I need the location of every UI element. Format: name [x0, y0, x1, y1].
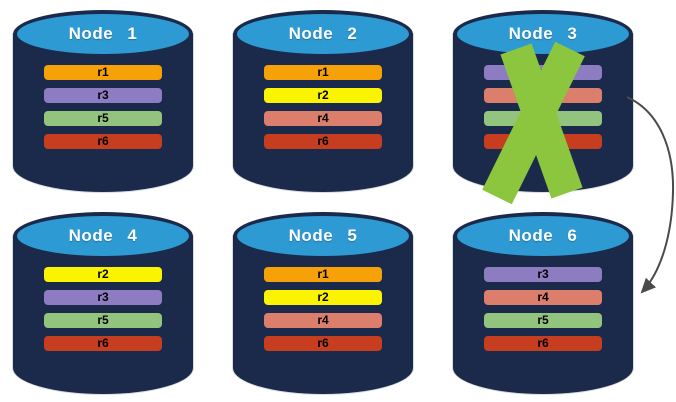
replica-bar-r3: r3	[484, 267, 602, 282]
node-title: Node 6	[508, 226, 578, 245]
replica-bar-r4: r4	[484, 290, 602, 305]
database-node-2: Node 2 r1 r2 r4 r6	[233, 10, 413, 194]
replica-bar-r3: r3	[484, 65, 602, 80]
replica-bar-r2: r2	[264, 290, 382, 305]
replica-bar-r4: r4	[264, 111, 382, 126]
replica-bar-r1: r1	[44, 65, 162, 80]
node-cylinder-top: Node 1	[13, 10, 193, 58]
replica-bar-r6: r6	[484, 134, 602, 149]
replica-bar-r6: r6	[44, 134, 162, 149]
node-cylinder-top: Node 6	[453, 212, 633, 260]
node-title: Node 5	[288, 226, 358, 245]
node-cylinder-top: Node 4	[13, 212, 193, 260]
node-cylinder-top: Node 3	[453, 10, 633, 58]
replica-bar-r5: r5	[44, 111, 162, 126]
node-title: Node 4	[68, 226, 138, 245]
replica-bar-r4: r4	[484, 88, 602, 103]
replica-bars: r3 r4 r5 r6	[484, 65, 602, 149]
replica-bar-r5: r5	[44, 313, 162, 328]
replica-bar-r4: r4	[264, 313, 382, 328]
node-title: Node 1	[68, 24, 138, 43]
replica-bars: r3 r4 r5 r6	[484, 267, 602, 351]
replica-bar-r6: r6	[264, 336, 382, 351]
database-node-5: Node 5 r1 r2 r4 r6	[233, 212, 413, 396]
database-node-4: Node 4 r2 r3 r5 r6	[13, 212, 193, 396]
node-cylinder-top: Node 2	[233, 10, 413, 58]
replica-bar-r6: r6	[44, 336, 162, 351]
replica-bar-r3: r3	[44, 290, 162, 305]
replica-bar-r6: r6	[484, 336, 602, 351]
node-title: Node 2	[288, 24, 358, 43]
node-title: Node 3	[508, 24, 578, 43]
replica-bars: r2 r3 r5 r6	[44, 267, 162, 351]
replica-bar-r2: r2	[44, 267, 162, 282]
replica-bar-r5: r5	[484, 111, 602, 126]
replica-bar-r3: r3	[44, 88, 162, 103]
replica-bars: r1 r2 r4 r6	[264, 267, 382, 351]
failover-arrow	[626, 96, 675, 294]
database-node-1: Node 1 r1 r3 r5 r6	[13, 10, 193, 194]
database-node-6: Node 6 r3 r4 r5 r6	[453, 212, 633, 396]
replica-bar-r2: r2	[264, 88, 382, 103]
node-cylinder-top: Node 5	[233, 212, 413, 260]
database-node-3: Node 3 r3 r4 r5 r6	[453, 10, 633, 194]
replica-bar-r6: r6	[264, 134, 382, 149]
replica-bar-r1: r1	[264, 65, 382, 80]
replica-bars: r1 r2 r4 r6	[264, 65, 382, 149]
replica-bar-r1: r1	[264, 267, 382, 282]
replica-bars: r1 r3 r5 r6	[44, 65, 162, 149]
replica-bar-r5: r5	[484, 313, 602, 328]
